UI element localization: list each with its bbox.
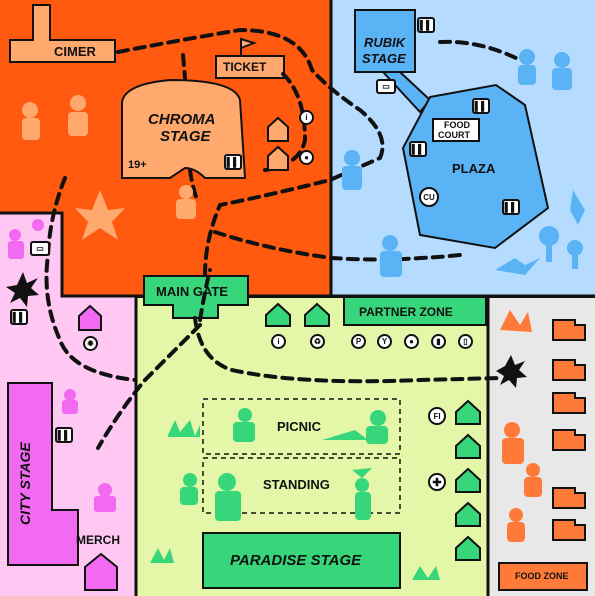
coffee-icon[interactable]: ● [404, 334, 419, 349]
toilet-icon[interactable]: ▌▌ [10, 309, 28, 325]
toilet-icon[interactable]: ▌▌ [409, 141, 427, 157]
cup-icon[interactable]: ▯ [458, 334, 473, 349]
food-zone-label: FOOD ZONE [515, 571, 569, 581]
smoking-area-icon[interactable]: ▭ [30, 241, 50, 256]
crowd-silhouettes [8, 219, 116, 512]
ticket-label: TICKET [223, 60, 267, 74]
merch-label: MERCH [76, 533, 120, 547]
toilet-icon[interactable]: ▌▌ [502, 199, 520, 215]
rubik-stage-label-1: RUBIK [364, 35, 406, 50]
toilet-icon[interactable]: ▌▌ [55, 427, 73, 443]
paradise-stage [202, 532, 401, 589]
bottle-icon[interactable]: ▮ [431, 334, 446, 349]
rubik-stage [354, 9, 416, 73]
cimer-building [9, 4, 116, 63]
tent-icon[interactable] [78, 116, 481, 591]
cimer-label: CIMER [54, 44, 96, 59]
toilet-icon[interactable]: ▌▌ [417, 17, 435, 33]
crowd-silhouettes [500, 310, 542, 542]
rubik-stage-label-2: STAGE [362, 51, 406, 66]
toilet-icon[interactable]: ▌▌ [472, 98, 490, 114]
paradise-stage-label: PARADISE STAGE [230, 552, 362, 569]
plaza-label: PLAZA [452, 161, 496, 176]
standing-label: STANDING [263, 477, 330, 492]
city-stage [7, 382, 79, 566]
drink-icon[interactable]: Y [377, 334, 392, 349]
main-gate [143, 275, 249, 319]
starburst-marker [6, 272, 527, 388]
first-aid-cross-icon[interactable]: ✚ [428, 473, 446, 491]
parking-icon[interactable]: P [351, 334, 366, 349]
picnic-label: PICNIC [277, 419, 322, 434]
food-court-label-1: FOOD [444, 120, 470, 130]
crowd-silhouettes [342, 49, 585, 277]
chroma-stage-label-2: STAGE [160, 128, 211, 145]
crowd-silhouettes [150, 408, 440, 580]
recycle-icon[interactable]: ♻ [310, 334, 325, 349]
first-aid-icon[interactable]: FI [428, 407, 446, 425]
partner-zone-label: PARTNER ZONE [359, 305, 453, 319]
food-zone-sign [498, 562, 588, 591]
gear-icon[interactable]: ✹ [83, 336, 98, 351]
locker-icon[interactable]: ● [299, 150, 314, 165]
main-gate-label: MAIN GATE [156, 284, 228, 299]
chroma-stage-label-1: CHROMA [148, 111, 216, 128]
partner-zone [343, 296, 487, 326]
info-icon[interactable]: i [271, 334, 286, 349]
age-limit-label: 19+ [128, 159, 147, 171]
smoking-area-icon[interactable]: ▭ [376, 79, 396, 94]
ticket-booth [215, 55, 285, 79]
walking-paths [44, 27, 522, 450]
toilet-icon[interactable]: ▌▌ [224, 154, 242, 170]
cu-badge[interactable]: CU [419, 187, 439, 207]
city-stage-label: CITY STAGE [17, 442, 33, 525]
food-court-box [432, 118, 480, 142]
food-court-label-2: COURT [438, 130, 470, 140]
crowd-silhouettes [22, 95, 196, 240]
info-icon[interactable]: i [299, 110, 314, 125]
food-truck-icon [552, 319, 586, 541]
